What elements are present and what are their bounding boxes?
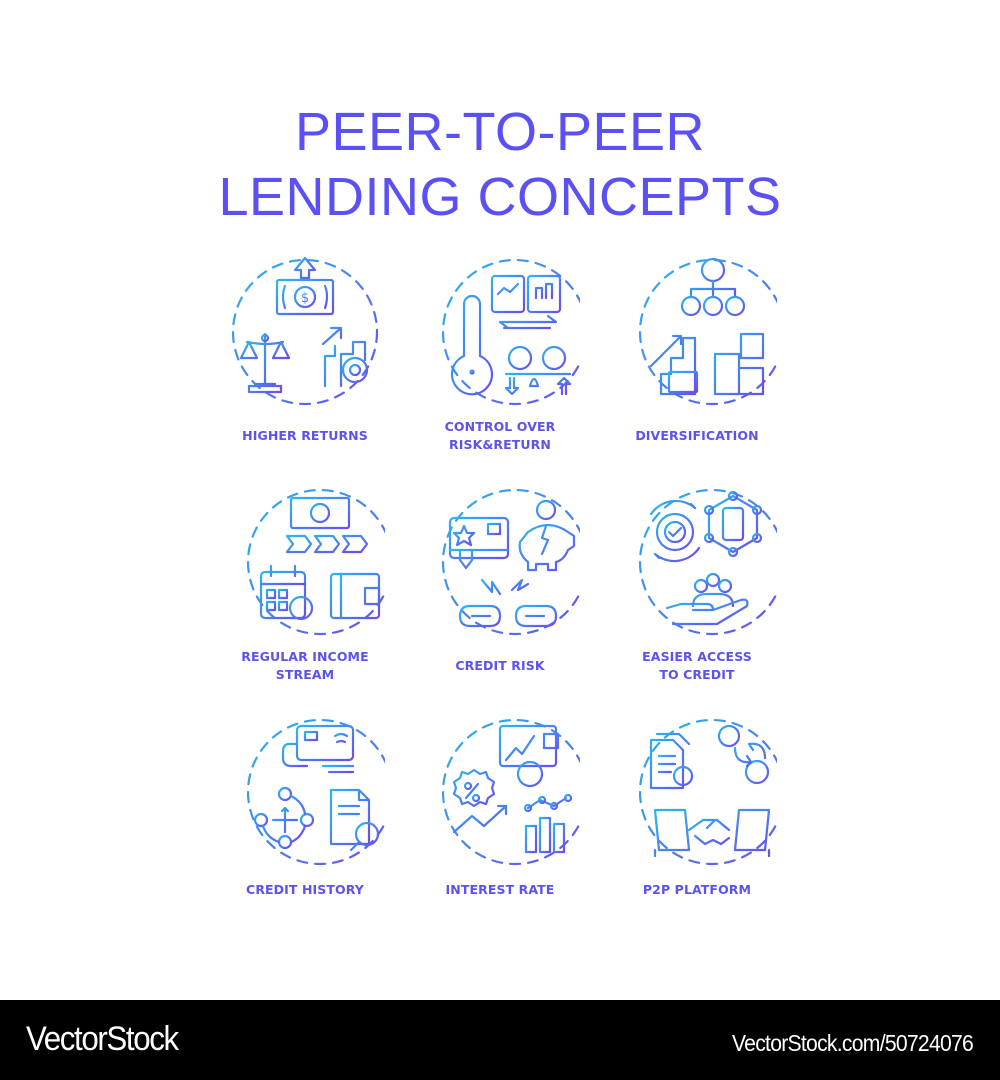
concept-label: DIVERSIFICATION [602,427,792,445]
concept-credit-risk: CREDIT RISK [405,484,595,673]
label-line: RISK&RETURN [449,437,551,452]
label-line: REGULAR INCOME [241,649,369,664]
concept-label: HIGHER RETURNS [210,427,400,445]
label-line: EASIER ACCESS [642,649,752,664]
dollar-tree-puzzle-growth-icon [638,257,777,406]
thermometer-charts-balance-icon [441,258,580,406]
label-line: DIVERSIFICATION [635,428,759,443]
brand-logo-text: VectorStock [26,1020,179,1058]
money-flow-calendar-wallet-icon [246,488,385,636]
concept-higher-returns: $ HIGHER RETURNS [210,254,400,443]
concept-control-over-risk-return: CONTROL OVER RISK&RETURN [405,254,595,452]
label-line: CREDIT RISK [455,658,545,673]
page-title-line-1: PEER-TO-PEER [294,102,706,162]
image-reference-link[interactable]: VectorStock.com/50724076 [731,1030,974,1056]
concept-label: EASIER ACCESS TO CREDIT [602,648,792,684]
money-up-scale-growth-gear-icon: $ [231,256,379,406]
label-line: INTEREST RATE [445,882,555,897]
watermark-footer: VectorStock VectorStock.com/50724076 [0,1000,1000,1080]
concept-label: REGULAR INCOME STREAM [210,648,400,684]
concept-easier-access-to-credit: EASIER ACCESS TO CREDIT [602,484,792,682]
card-broken-piggybank-broken-chain-icon [441,488,580,636]
concept-p2p-platform: P2P PLATFORM [602,714,792,897]
label-line: HIGHER RETURNS [242,428,368,443]
concept-label: CREDIT HISTORY [210,881,400,899]
concept-label: INTEREST RATE [405,881,595,899]
concept-credit-history: CREDIT HISTORY [210,714,400,897]
concept-regular-income-stream: REGULAR INCOME STREAM [210,484,400,682]
gear-check-network-card-hand-people-icon [638,488,777,636]
concept-label: CONTROL OVER RISK&RETURN [405,418,595,454]
concept-interest-rate: INTEREST RATE [405,714,595,897]
concept-label: CREDIT RISK [405,657,595,675]
percent-badge-wallet-chart-icon [441,718,580,866]
page-title-line-2: LENDING CONCEPTS [218,167,782,227]
concept-label: P2P PLATFORM [602,881,792,899]
svg-text:$: $ [301,291,309,306]
concept-diversification: DIVERSIFICATION [602,254,792,443]
label-line: TO CREDIT [659,667,735,682]
label-line: CREDIT HISTORY [246,882,364,897]
document-exchange-handshake-icon [638,718,777,866]
card-cycle-document-magnifier-icon [246,718,385,866]
label-line: P2P PLATFORM [642,882,752,897]
label-line: STREAM [275,667,335,682]
label-line: CONTROL OVER [444,419,556,434]
